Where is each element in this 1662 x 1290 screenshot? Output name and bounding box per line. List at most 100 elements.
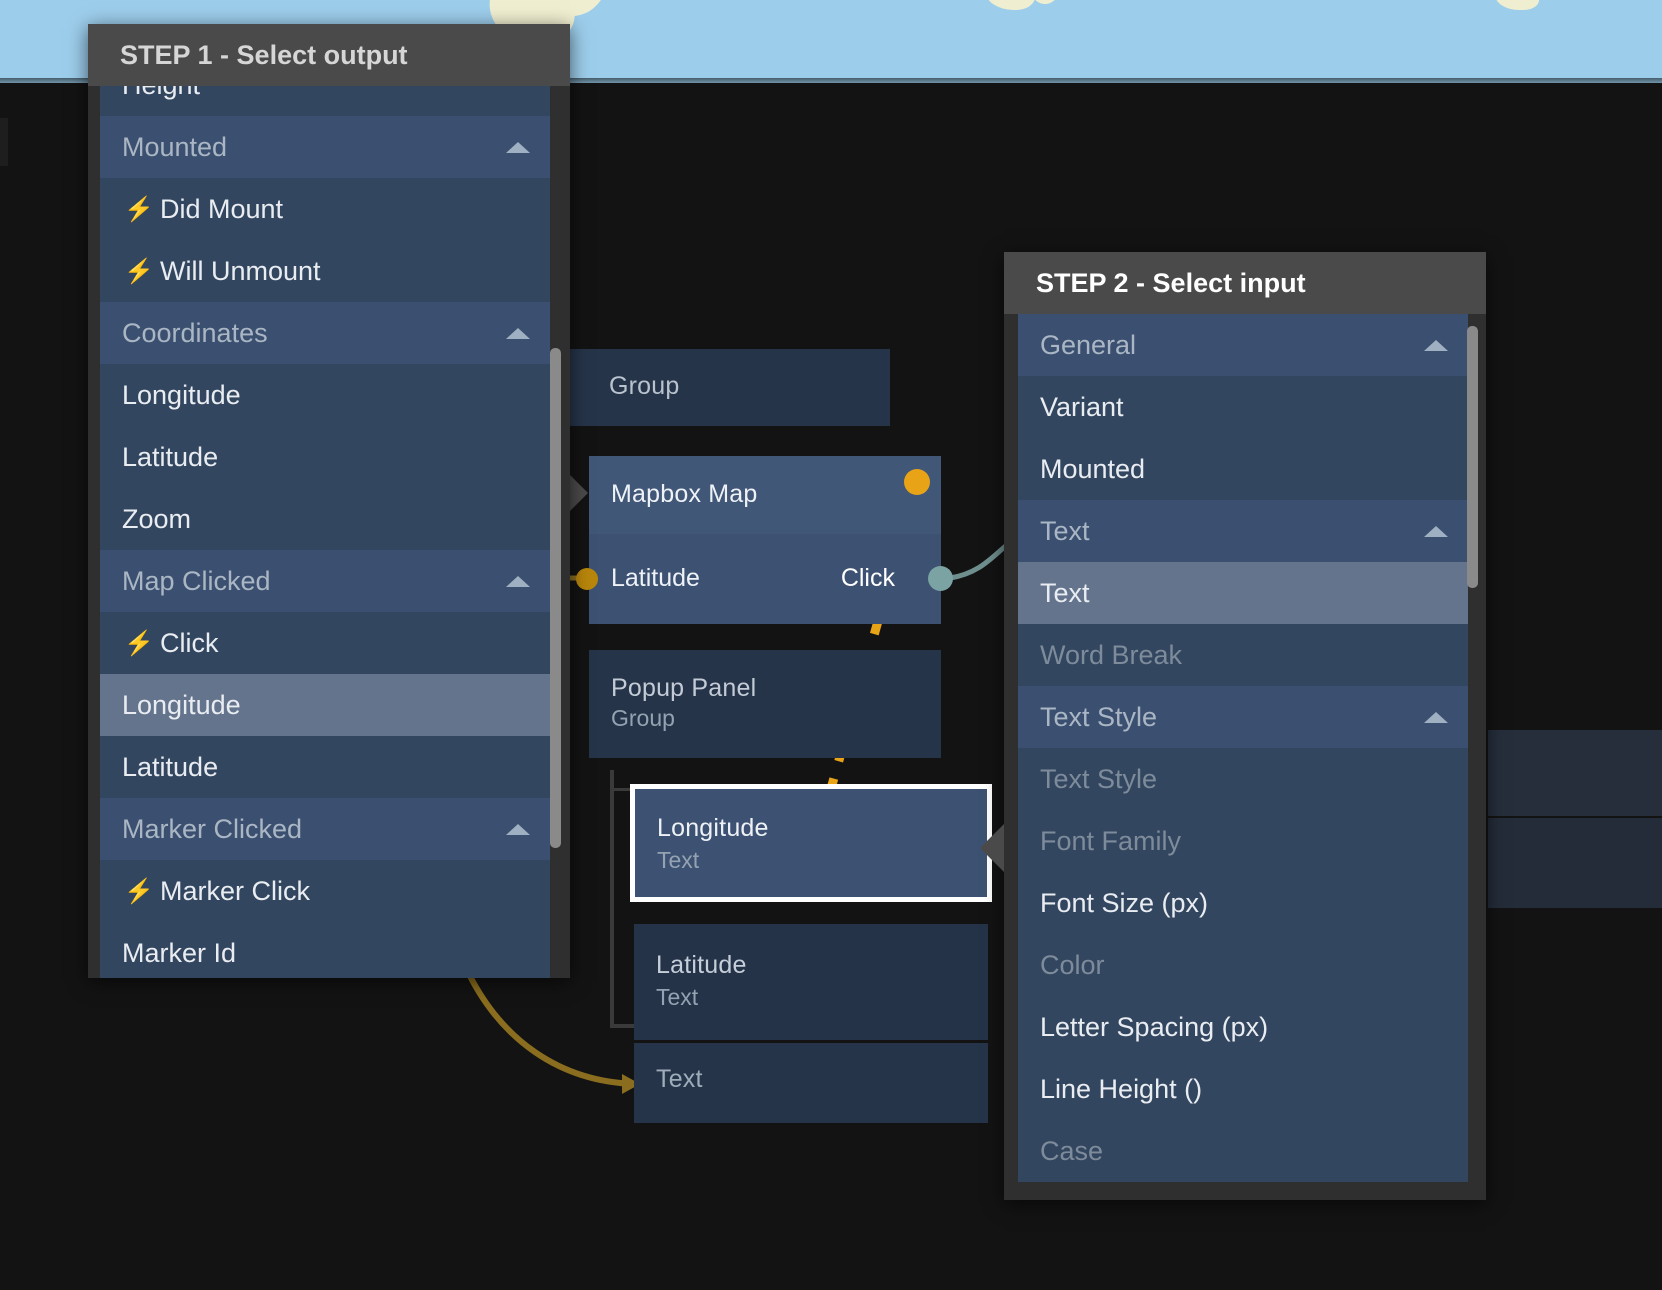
- step1-row-longitude[interactable]: Longitude: [100, 364, 550, 426]
- node-mapbox-ports[interactable]: Latitude Click: [589, 534, 941, 624]
- step1-row-marker-id[interactable]: Marker Id: [100, 922, 550, 978]
- step1-row-label: Longitude: [122, 380, 534, 411]
- step1-row-label: Will Unmount: [160, 256, 534, 287]
- step1-row-will-unmount[interactable]: ⚡Will Unmount: [100, 240, 550, 302]
- chevron-up-icon[interactable]: [1424, 712, 1448, 723]
- tree-connector: [610, 788, 632, 791]
- landmass-shape: [985, 0, 1035, 10]
- node-longitude[interactable]: Longitude Text: [630, 784, 992, 902]
- step2-row-text-style[interactable]: Text Style: [1018, 686, 1468, 748]
- bolt-icon: ⚡: [122, 257, 156, 286]
- step1-row-label: Marker Click: [160, 876, 534, 907]
- step2-row-label: Text: [1040, 578, 1452, 609]
- step2-row-text[interactable]: Text: [1018, 500, 1468, 562]
- step2-title: STEP 2 - Select input: [1036, 268, 1306, 299]
- step1-row-click[interactable]: ⚡Click: [100, 612, 550, 674]
- node-mapbox-map[interactable]: Mapbox Map: [589, 456, 941, 534]
- step1-row-mounted[interactable]: Mounted: [100, 116, 550, 178]
- step2-row-line-height[interactable]: Line Height (): [1018, 1058, 1468, 1120]
- node-title: Popup Panel: [611, 674, 756, 703]
- step2-row-label: Text Style: [1040, 702, 1424, 733]
- step1-row-zoom[interactable]: Zoom: [100, 488, 550, 550]
- step2-row-label: Text Style: [1040, 764, 1452, 795]
- step1-row-latitude[interactable]: Latitude: [100, 736, 550, 798]
- step1-row-label: Marker Clicked: [122, 814, 506, 845]
- step2-row-case[interactable]: Case: [1018, 1120, 1468, 1182]
- step1-row-longitude[interactable]: Longitude: [100, 674, 550, 736]
- step1-header: STEP 1 - Select output: [88, 24, 570, 86]
- step1-row-map-clicked[interactable]: Map Clicked: [100, 550, 550, 612]
- step2-row-text[interactable]: Text: [1018, 562, 1468, 624]
- step1-row-did-mount[interactable]: ⚡Did Mount: [100, 178, 550, 240]
- step1-list-body[interactable]: HeightMounted⚡Did Mount⚡Will UnmountCoor…: [88, 86, 570, 978]
- step2-row-label: Text: [1040, 516, 1424, 547]
- node-subtitle: Group: [611, 705, 675, 732]
- step1-row-marker-clicked[interactable]: Marker Clicked: [100, 798, 550, 860]
- step1-row-latitude[interactable]: Latitude: [100, 426, 550, 488]
- node-title: Longitude: [657, 814, 769, 843]
- step1-row-coordinates[interactable]: Coordinates: [100, 302, 550, 364]
- step1-row-height[interactable]: Height: [100, 86, 550, 116]
- step2-list-body[interactable]: GeneralVariantMountedTextTextWord BreakT…: [1004, 314, 1486, 1200]
- step1-row-label: Marker Id: [122, 938, 534, 969]
- drag-handle-output[interactable]: [904, 469, 930, 495]
- landmass-shape: [1495, 0, 1539, 10]
- step1-row-label: Latitude: [122, 442, 534, 473]
- chevron-up-icon[interactable]: [1424, 340, 1448, 351]
- step2-row-label: Mounted: [1040, 454, 1452, 485]
- step2-row-label: Variant: [1040, 392, 1452, 423]
- step1-row-label: Longitude: [122, 690, 534, 721]
- step2-row-general[interactable]: General: [1018, 314, 1468, 376]
- bolt-icon: ⚡: [122, 877, 156, 906]
- step1-row-label: Height: [122, 86, 534, 101]
- chevron-up-icon[interactable]: [506, 576, 530, 587]
- step2-row-letter-spacing-px[interactable]: Letter Spacing (px): [1018, 996, 1468, 1058]
- chevron-up-icon[interactable]: [506, 824, 530, 835]
- node-offscreen-right-a[interactable]: [1488, 730, 1662, 816]
- step2-row-color[interactable]: Color: [1018, 934, 1468, 996]
- node-text[interactable]: Text: [634, 1043, 988, 1123]
- step1-row-marker-click[interactable]: ⚡Marker Click: [100, 860, 550, 922]
- step1-scrollbar[interactable]: [550, 348, 561, 848]
- step2-row-variant[interactable]: Variant: [1018, 376, 1468, 438]
- step1-popover[interactable]: STEP 1 - Select output HeightMounted ⚡Did…: [88, 24, 570, 978]
- step2-row-font-family[interactable]: Font Family: [1018, 810, 1468, 872]
- bolt-icon: ⚡: [122, 195, 156, 224]
- step2-row-mounted[interactable]: Mounted: [1018, 438, 1468, 500]
- node-offscreen-right-b[interactable]: [1488, 818, 1662, 908]
- tree-connector: [610, 770, 614, 1028]
- step2-row-word-break[interactable]: Word Break: [1018, 624, 1468, 686]
- step2-row-label: Line Height (): [1040, 1074, 1452, 1105]
- chevron-up-icon[interactable]: [1424, 526, 1448, 537]
- node-popup-panel[interactable]: Popup Panel Group: [589, 650, 941, 758]
- step2-header: STEP 2 - Select input: [1004, 252, 1486, 314]
- step2-popover[interactable]: STEP 2 - Select input GeneralVariantMoun…: [1004, 252, 1486, 1200]
- step2-scrollbar[interactable]: [1467, 326, 1478, 588]
- node-title: Group: [609, 372, 679, 401]
- step1-row-label: Latitude: [122, 752, 534, 783]
- step1-title: STEP 1 - Select output: [120, 40, 408, 71]
- chevron-up-icon[interactable]: [506, 142, 530, 153]
- node-title: Text: [656, 1065, 703, 1094]
- step1-row-label: Zoom: [122, 504, 534, 535]
- step2-row-label: Font Family: [1040, 826, 1452, 857]
- step2-row-font-size-px[interactable]: Font Size (px): [1018, 872, 1468, 934]
- step1-row-label: Click: [160, 628, 534, 659]
- tree-connector: [610, 1024, 636, 1028]
- step1-row-label: Mounted: [122, 132, 506, 163]
- step2-row-label: Word Break: [1040, 640, 1452, 671]
- node-group-top[interactable]: Group: [545, 349, 890, 426]
- node-title: Mapbox Map: [611, 480, 758, 509]
- node-subtitle: Text: [656, 984, 698, 1011]
- landmass-shape: [1030, 0, 1060, 4]
- step1-row-label: Map Clicked: [122, 566, 506, 597]
- step2-row-label: Case: [1040, 1136, 1452, 1167]
- chevron-up-icon[interactable]: [506, 328, 530, 339]
- node-latitude[interactable]: Latitude Text: [634, 924, 988, 1040]
- port-out-click[interactable]: [928, 566, 953, 591]
- port-label-latitude[interactable]: Latitude: [611, 564, 700, 593]
- step2-row-text-style[interactable]: Text Style: [1018, 748, 1468, 810]
- port-in-latitude[interactable]: [576, 568, 598, 590]
- port-label-click[interactable]: Click: [841, 564, 895, 593]
